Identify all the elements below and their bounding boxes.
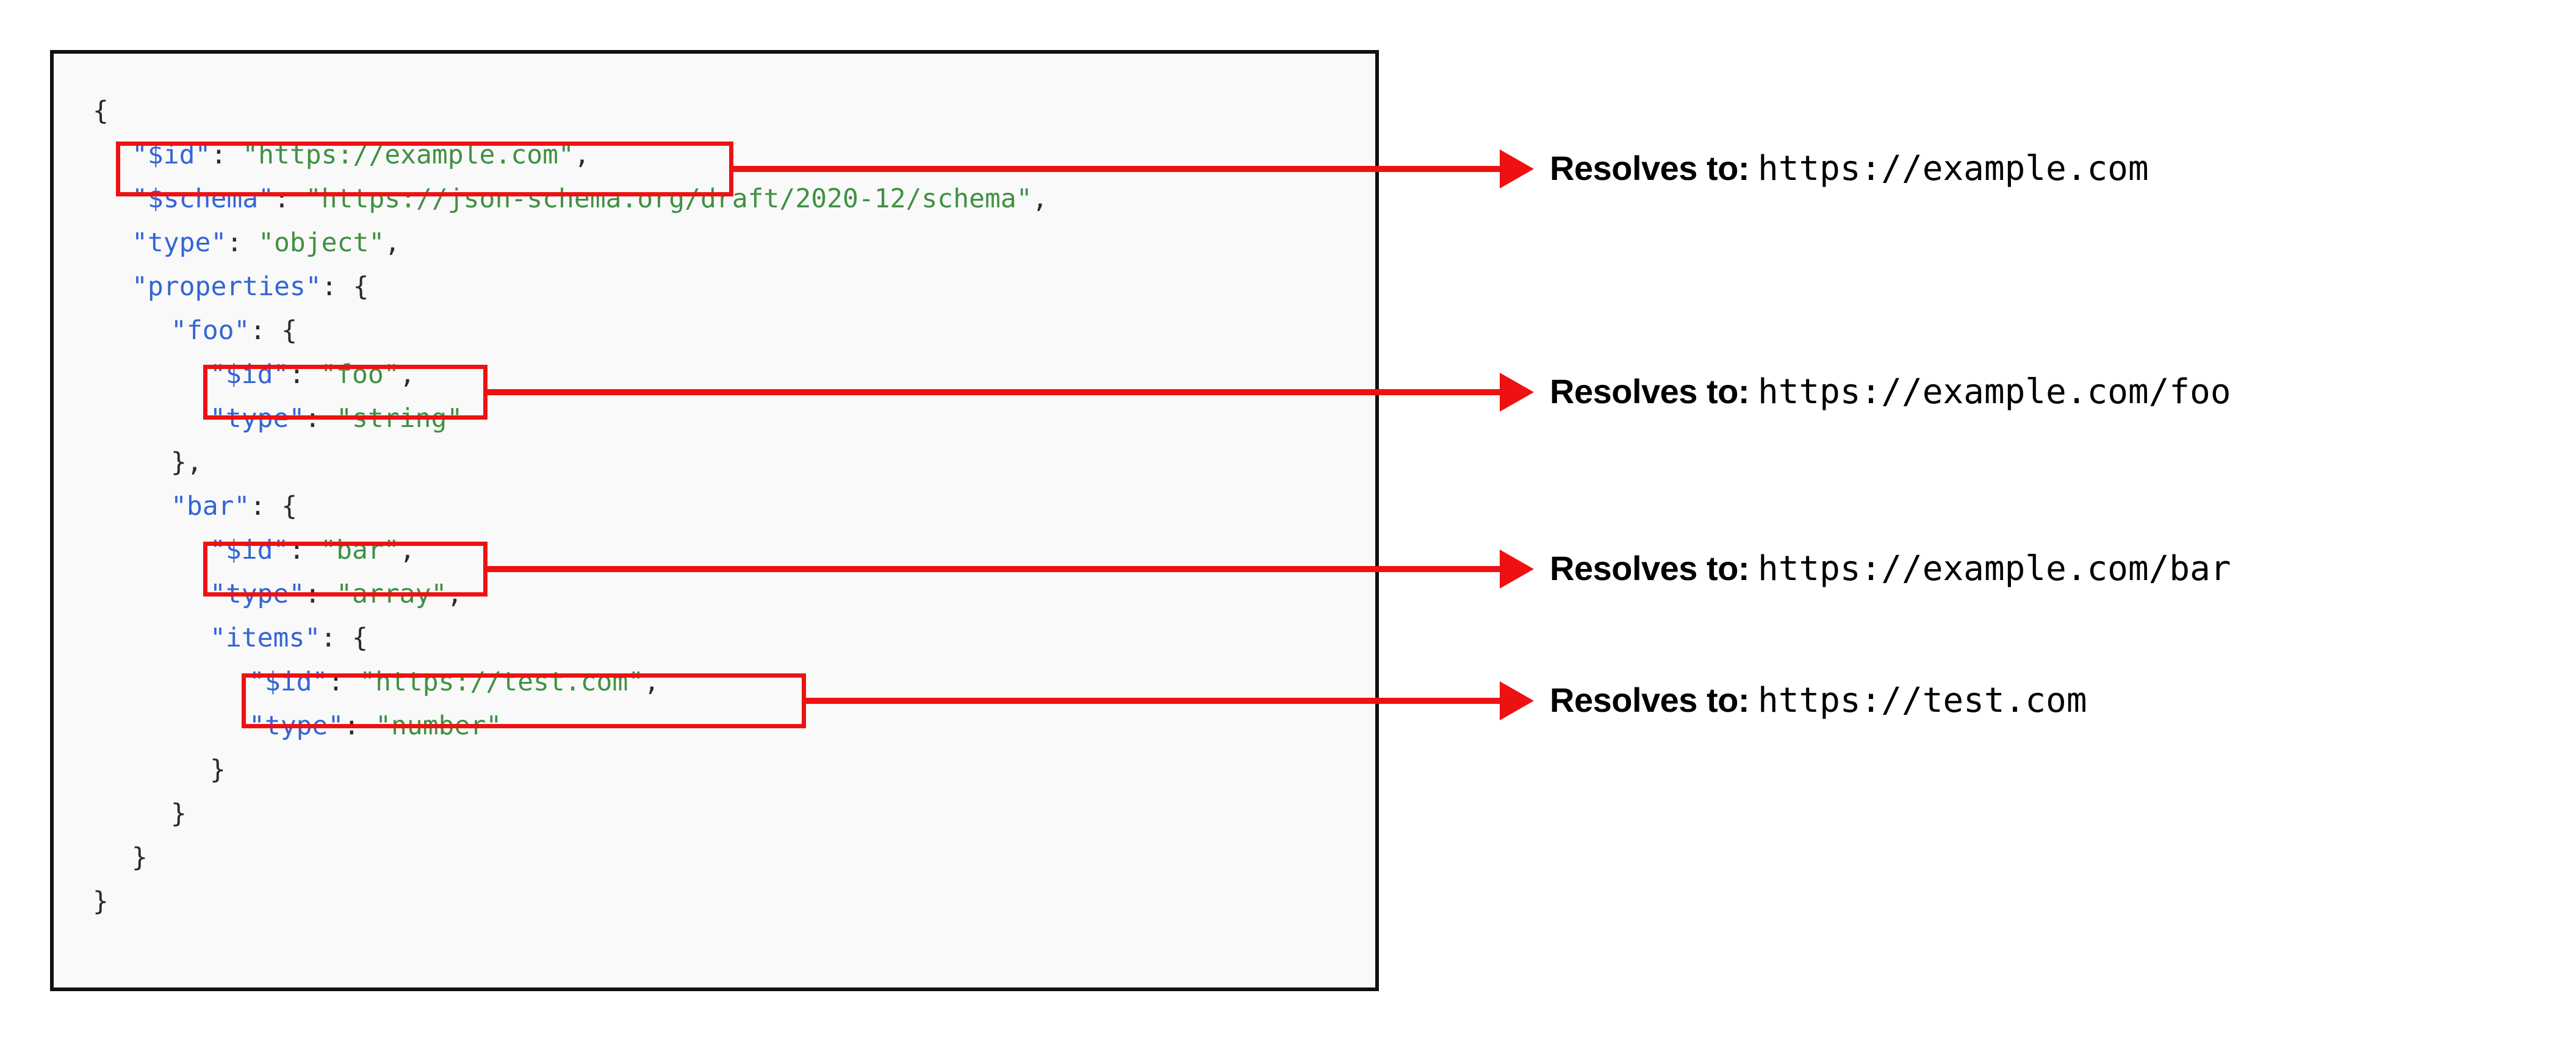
highlight-box-id-foo (203, 365, 487, 420)
code-token-string: "https://test.com" (359, 667, 644, 697)
highlight-box-id-root (116, 142, 733, 196)
code-token-key: "$id" (210, 359, 289, 390)
code-line: "foo": { (171, 309, 297, 353)
annotation-label-1: Resolves to: (1550, 149, 1750, 187)
arrow-head-icon-3 (1500, 550, 1534, 589)
code-token-key: "bar" (171, 491, 250, 522)
code-token-key: "$id" (249, 667, 328, 697)
arrow-head-icon-1 (1500, 149, 1534, 188)
code-line: "$schema": "https://json-schema.org/draf… (132, 177, 1048, 221)
code-token-key: "$id" (210, 535, 289, 565)
code-token-punct: { (93, 96, 109, 126)
code-token-key: "items" (210, 623, 321, 653)
annotation-label-4: Resolves to: (1550, 681, 1750, 719)
annotation-url-4: https://test.com (1758, 681, 2087, 720)
code-line: } (132, 836, 148, 880)
code-token-punct: } (210, 754, 226, 785)
annotation-resolves-to-2: Resolves to:https://example.com/foo (1550, 375, 2231, 409)
code-token-comma: , (1032, 184, 1048, 214)
code-token-brace: { (353, 271, 369, 302)
annotation-url-2: https://example.com/foo (1758, 372, 2231, 412)
code-token-colon: : (320, 623, 352, 653)
code-token-key: "$schema" (132, 184, 274, 214)
code-token-colon: : (328, 667, 360, 697)
code-token-comma: , (644, 667, 660, 697)
annotation-label-3: Resolves to: (1550, 549, 1750, 587)
code-line: } (93, 880, 109, 923)
annotation-resolves-to-1: Resolves to:https://example.com (1550, 151, 2149, 186)
code-token-brace: { (281, 491, 298, 522)
arrow-head-icon-2 (1500, 373, 1534, 412)
connector-line-2 (487, 389, 1502, 395)
code-token-key: "foo" (171, 315, 250, 346)
code-token-string: "foo" (320, 359, 400, 390)
code-token-punct: } (132, 842, 148, 873)
code-token-punct: } (171, 798, 187, 829)
code-line: } (171, 792, 187, 836)
code-token-string: "https://json-schema.org/draft/2020-12/s… (305, 184, 1032, 214)
annotation-url-3: https://example.com/bar (1758, 549, 2231, 589)
code-line: } (210, 748, 226, 792)
arrow-head-icon-4 (1500, 681, 1534, 720)
code-token-punct: }, (171, 447, 203, 478)
code-line: "properties": { (132, 265, 369, 309)
annotation-label-2: Resolves to: (1550, 372, 1750, 410)
connector-line-4 (806, 698, 1502, 704)
code-token-colon: : (289, 359, 321, 390)
json-schema-code-panel: {"$id": "https://example.com","$schema":… (50, 50, 1379, 991)
code-token-string: "bar" (320, 535, 400, 565)
code-token-punct: } (93, 886, 109, 917)
connector-line-1 (733, 166, 1502, 172)
code-token-key: "type" (132, 228, 227, 258)
code-token-string: "object" (258, 228, 385, 258)
code-line: "$id": "https://test.com", (249, 660, 660, 704)
code-line: "$id": "foo", (210, 353, 416, 396)
connector-line-3 (487, 566, 1502, 572)
code-token-comma: , (399, 535, 416, 565)
annotation-resolves-to-4: Resolves to:https://test.com (1550, 683, 2087, 718)
code-token-colon: : (250, 491, 282, 522)
code-token-brace: { (352, 623, 368, 653)
code-token-comma: , (399, 359, 416, 390)
code-line: "items": { (210, 616, 368, 660)
code-line: "bar": { (171, 484, 297, 528)
code-line: }, (171, 440, 203, 484)
code-token-brace: { (281, 315, 298, 346)
highlight-box-id-bar (203, 542, 487, 597)
code-line: "type": "object", (132, 221, 400, 265)
code-token-colon: : (274, 184, 306, 214)
code-token-colon: : (226, 228, 259, 258)
code-line: { (93, 89, 109, 133)
code-token-colon: : (289, 535, 321, 565)
annotation-resolves-to-3: Resolves to:https://example.com/bar (1550, 551, 2231, 586)
code-token-colon: : (321, 271, 353, 302)
code-token-colon: : (250, 315, 282, 346)
highlight-box-id-items (242, 673, 806, 728)
annotation-url-1: https://example.com (1758, 149, 2149, 188)
code-token-key: "properties" (132, 271, 322, 302)
code-token-comma: , (384, 228, 401, 258)
code-line: "$id": "bar", (210, 528, 416, 572)
